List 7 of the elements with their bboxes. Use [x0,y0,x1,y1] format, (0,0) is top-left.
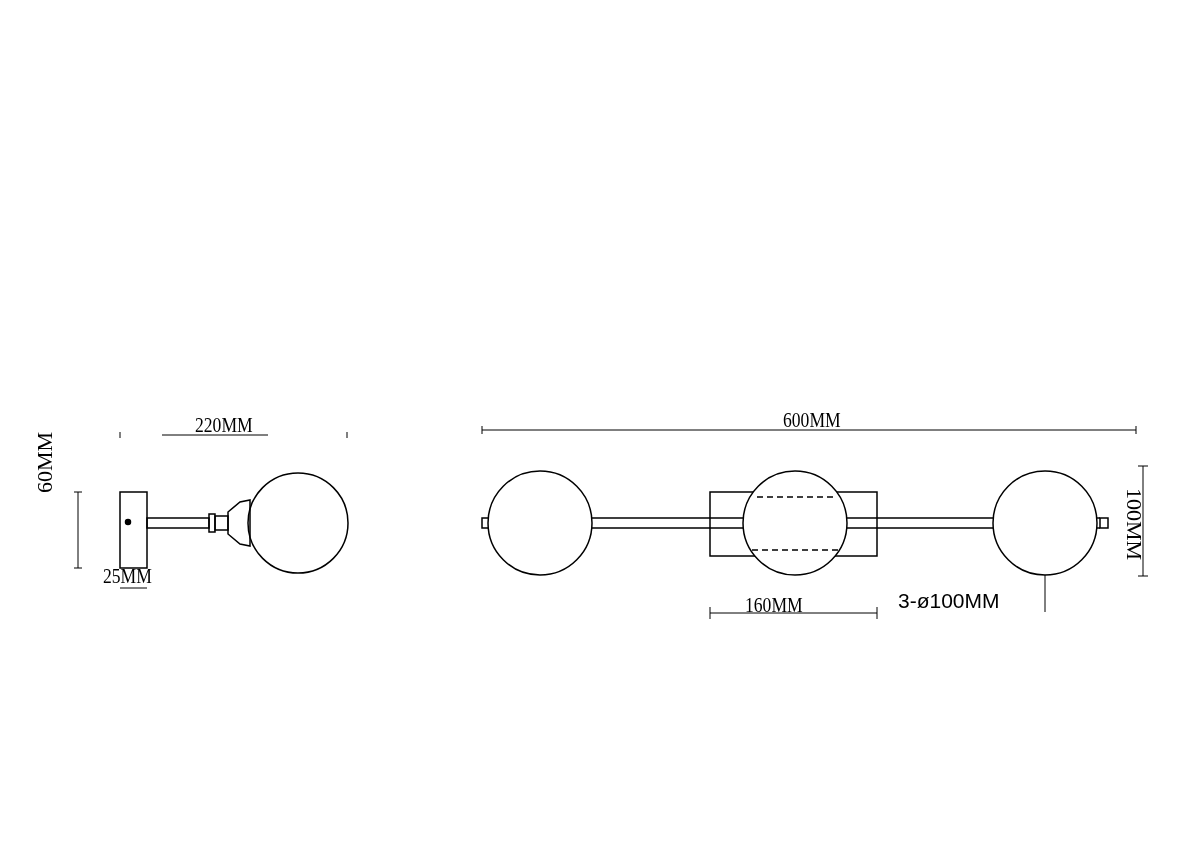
dimension-label: 3-ø100MM [898,590,1000,611]
dimension-label: 600MM [783,409,841,431]
dimension-label: 25MM [103,565,152,587]
dimension-label: 160MM [745,594,803,616]
dimension-label: 220MM [195,414,253,436]
dimension-label: 60MM [34,431,56,493]
dimension-label: 100MM [1123,488,1145,561]
